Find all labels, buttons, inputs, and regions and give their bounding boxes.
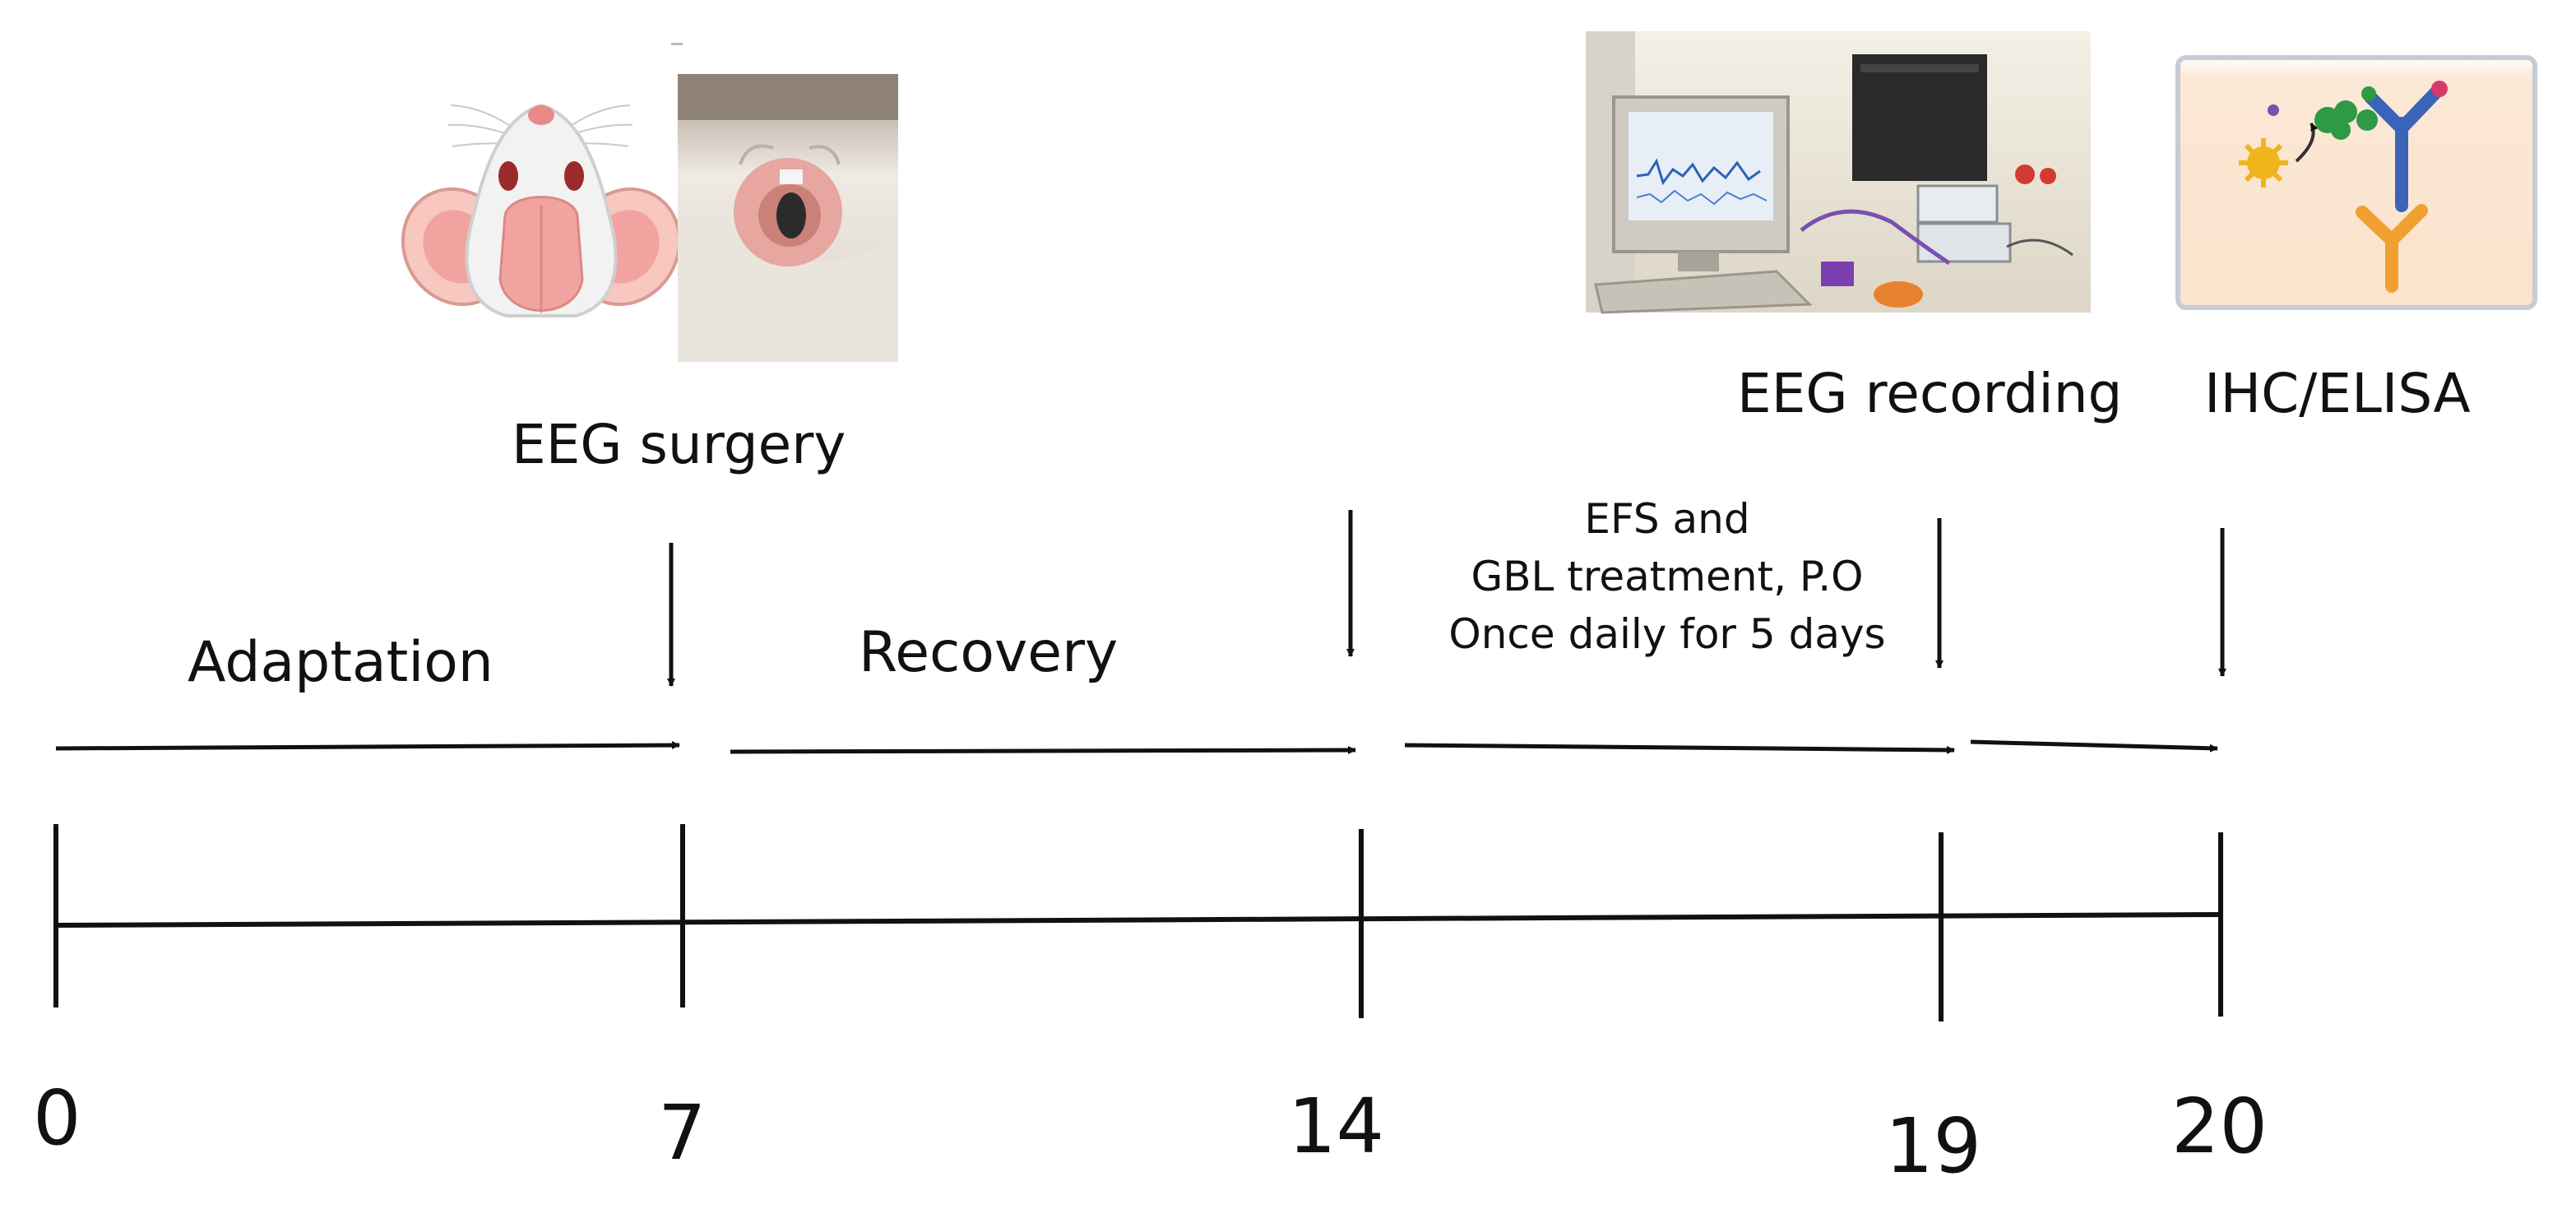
- recovery-arrow: [730, 746, 1356, 755]
- sun-antigen-shape: [2239, 138, 2288, 188]
- rat-head-illustration-icon: [401, 103, 682, 317]
- adaptation-label: Adaptation: [188, 630, 493, 695]
- day-label-7: 7: [658, 1089, 707, 1177]
- treatment-line-1: EFS and: [1584, 495, 1750, 543]
- photo-marker-dash: [671, 43, 683, 45]
- day-label-20: 20: [2171, 1082, 2268, 1170]
- eeg-recording-setup-photo-icon: [1586, 31, 2091, 314]
- treatment-line-2: GBL treatment, P.O: [1471, 553, 1864, 600]
- day-label-0: 0: [33, 1074, 81, 1162]
- treatment-line-3: Once daily for 5 days: [1448, 610, 1886, 658]
- event-arrows: [667, 510, 2226, 687]
- day-label-19: 19: [1885, 1102, 1982, 1190]
- timeline-baseline: [55, 912, 2224, 928]
- adaptation-arrow: [55, 741, 680, 751]
- final-arrow: [1970, 739, 2218, 753]
- day-label-14: 14: [1288, 1082, 1385, 1170]
- treatment-label: EFS and GBL treatment, P.O Once daily fo…: [1403, 490, 1931, 663]
- eeg-surgery-label: EEG surgery: [512, 413, 846, 476]
- recovery-label: Recovery: [859, 620, 1119, 685]
- eeg-recording-label: EEG recording: [1737, 362, 2123, 425]
- phase-arrows: [55, 739, 2218, 755]
- treatment-arrow: [1404, 743, 1955, 754]
- antibody-elisa-icon: [2175, 55, 2537, 310]
- rat-surgery-photo-icon: [678, 74, 898, 362]
- timeline-axis: [53, 824, 2224, 1021]
- ihc-elisa-label: IHC/ELISA: [2204, 362, 2471, 425]
